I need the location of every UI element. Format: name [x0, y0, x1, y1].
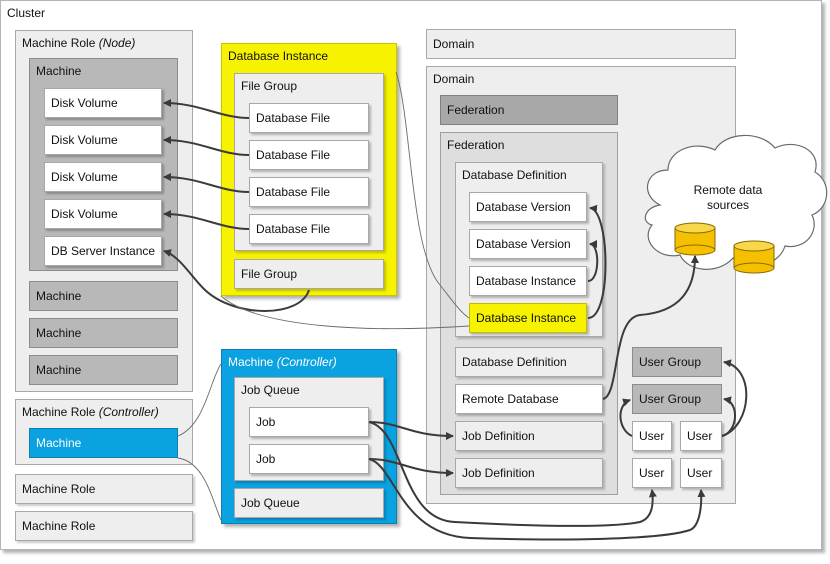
machine-role-6[interactable]: Machine Role [15, 511, 193, 541]
arrow-user1-usergroup2 [619, 398, 633, 437]
database-instance-label: Database Instance [228, 49, 329, 63]
user-group-2[interactable]: User Group [632, 384, 722, 414]
database-version-2[interactable]: Database Version [469, 229, 587, 259]
link-dbinstance-highlight [395, 71, 470, 319]
database-definition-1-label: Database Definition [462, 168, 567, 182]
file-group-1-label: File Group [241, 79, 298, 93]
job-queue-2[interactable]: Job Queue [234, 488, 384, 518]
disk-volume-3[interactable]: Disk Volume [44, 162, 162, 192]
arrow-user2-usergroup1 [721, 359, 748, 437]
cloud-label-line1: Remote data [693, 183, 763, 197]
disk-volume-4[interactable]: Disk Volume [44, 199, 162, 229]
machine-controller-cell[interactable]: Machine [29, 428, 178, 458]
database-definition-2[interactable]: Database Definition [455, 347, 603, 377]
database-instance-highlight[interactable]: Database Instance [469, 303, 587, 333]
arrow-remote-cloud [602, 255, 699, 400]
arrow-file2-disk2 [163, 136, 250, 156]
user-2[interactable]: User [680, 421, 722, 451]
machine-node-4[interactable]: Machine [29, 355, 178, 385]
arrow-job2-user4 [368, 458, 706, 541]
database-file-3[interactable]: Database File [249, 177, 369, 207]
user-3[interactable]: User [632, 458, 672, 488]
arrow-filegroup-dbserver [163, 249, 310, 312]
cloud-label-line2: sources [706, 198, 750, 212]
machine-node-2[interactable]: Machine [29, 281, 178, 311]
link-machine-controller-top [177, 363, 222, 437]
machine-role-controller-label: Machine Role (Controller) [22, 405, 159, 419]
link-dbinstance-cluster [220, 295, 470, 330]
database-cylinder-icon [674, 222, 716, 256]
machine-node-label: Machine [36, 64, 82, 78]
arrow-instance-version2 [587, 240, 599, 282]
file-group-2[interactable]: File Group [234, 259, 384, 289]
arrow-version-definition [587, 204, 607, 319]
arrow-file4-disk4 [163, 210, 250, 230]
disk-volume-2[interactable]: Disk Volume [44, 125, 162, 155]
federation-label: Federation [447, 138, 505, 152]
user-4[interactable]: User [680, 458, 722, 488]
user-group-1[interactable]: User Group [632, 347, 722, 377]
arrow-job1-jobdef1 [368, 421, 454, 440]
machine-controller-label: Machine (Controller) [228, 355, 337, 369]
arrow-file3-disk3 [163, 173, 250, 193]
database-file-4[interactable]: Database File [249, 214, 369, 244]
database-cylinder-icon [733, 240, 775, 274]
domain-label: Domain [433, 72, 475, 86]
job-1[interactable]: Job [249, 407, 369, 437]
federation-top[interactable]: Federation [440, 95, 618, 125]
database-instance-ref[interactable]: Database Instance [469, 266, 587, 296]
domain-top[interactable]: Domain [426, 29, 736, 59]
database-file-2[interactable]: Database File [249, 140, 369, 170]
database-version-1[interactable]: Database Version [469, 192, 587, 222]
link-machine-controller-bottom [177, 457, 222, 521]
user-1[interactable]: User [632, 421, 672, 451]
cloud-label: Remote data sources [668, 183, 788, 213]
arrow-file1-disk1 [163, 99, 250, 119]
machine-role-5[interactable]: Machine Role [15, 474, 193, 504]
database-file-1[interactable]: Database File [249, 103, 369, 133]
arrow-job2-jobdef2 [368, 458, 454, 477]
arrow-job1-user3 [368, 421, 657, 527]
job-definition-1[interactable]: Job Definition [455, 421, 603, 451]
disk-volume-1[interactable]: Disk Volume [44, 88, 162, 118]
machine-node-3[interactable]: Machine [29, 318, 178, 348]
machine-role-node-label: Machine Role (Node) [22, 36, 136, 50]
remote-database[interactable]: Remote Database [455, 384, 603, 414]
job-queue-1-label: Job Queue [241, 383, 300, 397]
job-2[interactable]: Job [249, 444, 369, 474]
cluster-label: Cluster [7, 6, 46, 20]
db-server-instance[interactable]: DB Server Instance [44, 236, 162, 266]
job-definition-2[interactable]: Job Definition [455, 458, 603, 488]
